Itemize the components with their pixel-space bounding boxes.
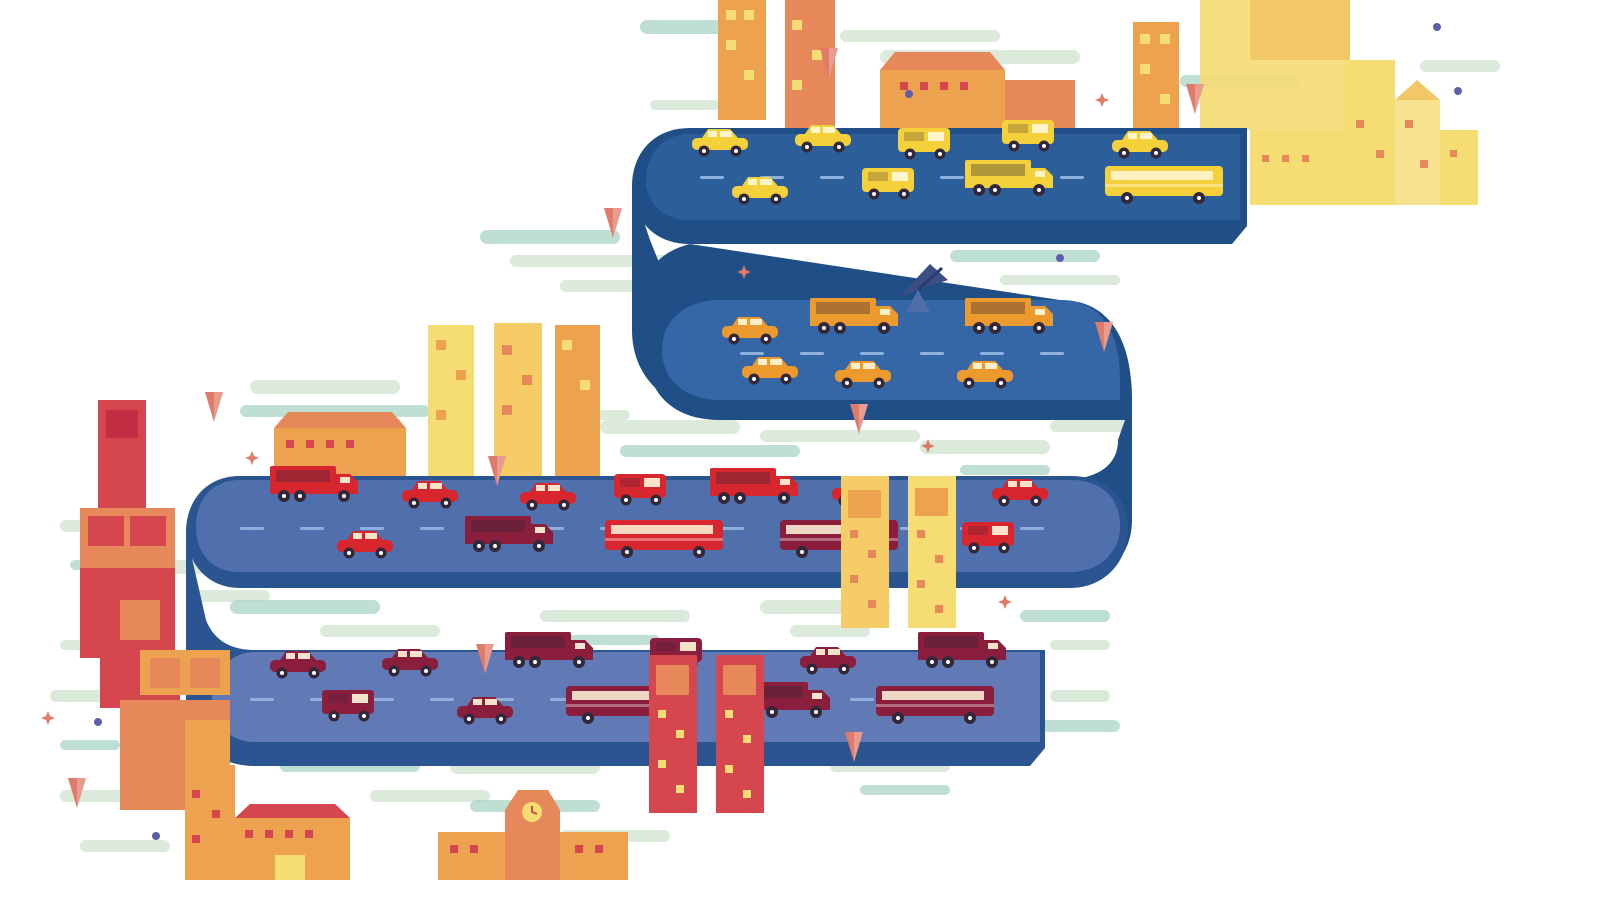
building-icon bbox=[841, 476, 889, 628]
building-icon bbox=[880, 52, 1075, 130]
building-icon bbox=[555, 325, 600, 485]
decorations bbox=[41, 23, 1462, 840]
satellite-dish-icon bbox=[900, 264, 948, 312]
clock-tower-icon bbox=[438, 790, 628, 880]
decorative-dot bbox=[1433, 23, 1441, 31]
skyline-left bbox=[80, 400, 350, 880]
building-icon bbox=[1133, 22, 1179, 130]
sparkle-icon bbox=[998, 595, 1012, 609]
building-icon bbox=[428, 325, 474, 488]
decorative-dot bbox=[94, 718, 102, 726]
skyline-top bbox=[718, 0, 1478, 205]
decorative-dot bbox=[1454, 87, 1462, 95]
sparkle-icon bbox=[1095, 93, 1109, 107]
building-icon bbox=[716, 655, 764, 813]
building-icon bbox=[1200, 0, 1478, 205]
decorative-dot bbox=[152, 832, 160, 840]
sparkle-icon bbox=[41, 711, 55, 725]
building-icon bbox=[908, 476, 956, 628]
decorative-dot bbox=[1056, 254, 1064, 262]
building-icon bbox=[649, 655, 697, 813]
sparkle-icon bbox=[245, 451, 259, 465]
location-pin-icon bbox=[205, 392, 223, 422]
decorative-dot bbox=[905, 90, 913, 98]
building-icon bbox=[718, 0, 766, 120]
foreground-towers bbox=[649, 476, 956, 813]
